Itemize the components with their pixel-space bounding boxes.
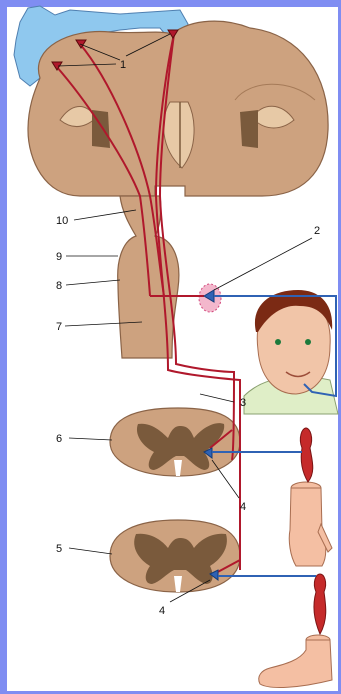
face-illustration [244,290,338,414]
right-basal-ganglia [240,110,258,148]
label-4b: 4 [159,605,165,617]
label-8: 8 [56,280,62,292]
label-3: 3 [240,397,246,409]
label-2: 2 [314,225,320,237]
foot-illustration [259,574,332,687]
label-1: 1 [120,59,126,71]
label-5: 5 [56,543,62,555]
label-10: 10 [56,215,68,227]
label-9: 9 [56,251,62,263]
hand-illustration [289,428,332,566]
label-4a: 4 [240,501,246,513]
label-6: 6 [56,433,62,445]
label-7: 7 [56,321,62,333]
